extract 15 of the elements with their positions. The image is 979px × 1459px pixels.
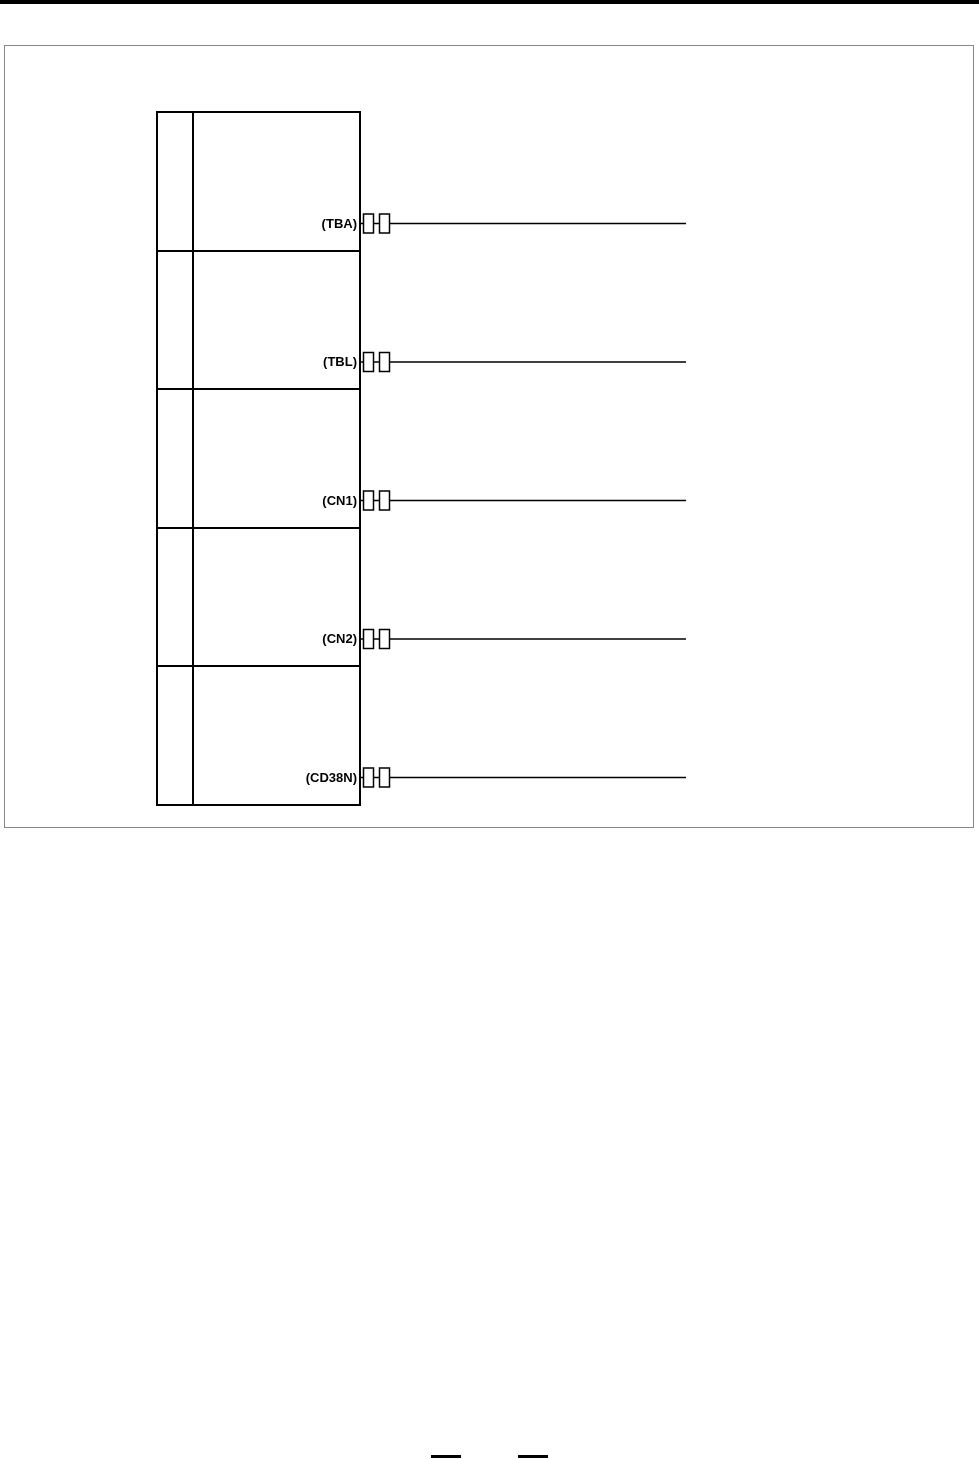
connector-label: (CN2) xyxy=(322,631,357,647)
cable-line xyxy=(360,628,687,650)
connector-label: (CN1) xyxy=(322,492,357,509)
cable-line xyxy=(360,213,687,234)
cable-line xyxy=(360,767,687,788)
module-slot xyxy=(156,665,361,806)
connector-label: (CD38N) xyxy=(305,769,357,786)
module-slot xyxy=(156,526,361,667)
cable-line xyxy=(360,351,687,373)
cable-line xyxy=(360,490,687,511)
connector-label: (TBA) xyxy=(321,215,357,232)
module-slot xyxy=(156,111,361,252)
connector-label: (TBL) xyxy=(323,354,357,370)
module-slot xyxy=(156,388,361,529)
module-slot xyxy=(156,249,361,390)
